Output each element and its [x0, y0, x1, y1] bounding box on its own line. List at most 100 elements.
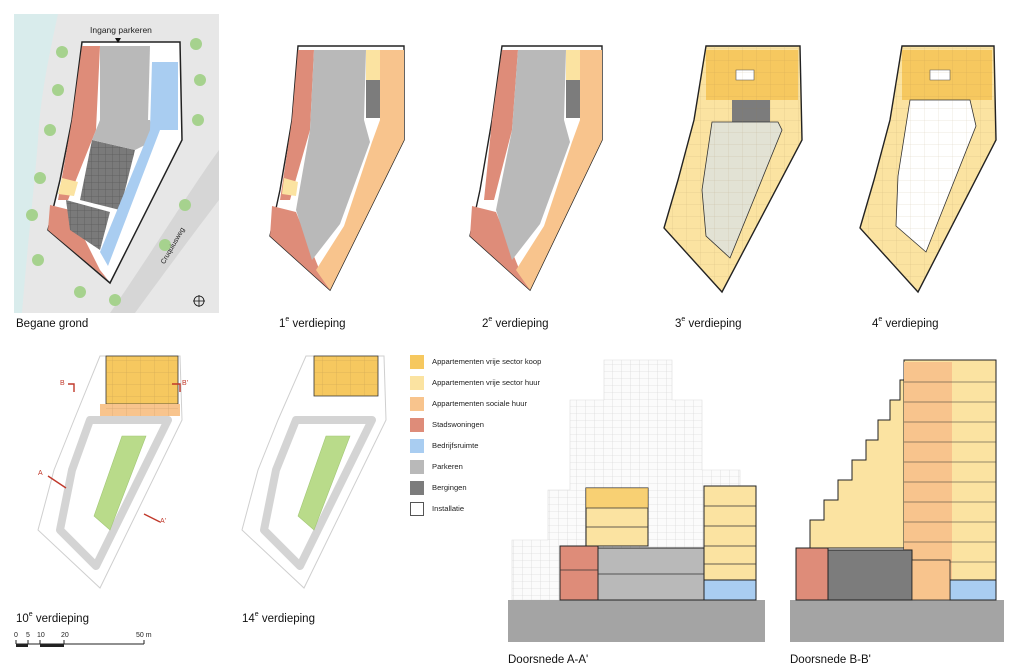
legend-swatch — [410, 418, 424, 432]
section-mark-b2-label: B' — [182, 380, 189, 387]
section-mark-a-label: A — [38, 470, 43, 477]
entrance-arrow-icon — [115, 38, 121, 43]
tower-rooms — [314, 356, 378, 396]
parking-ramp — [92, 120, 155, 150]
label-verdieping-1: 1e verdieping — [279, 316, 346, 330]
legend-swatch — [410, 376, 424, 390]
koop-block-left-top — [586, 488, 648, 508]
section-mark-a — [47, 475, 161, 523]
parking-entrance-zone — [100, 46, 150, 120]
label-begane-grond: Begane grond — [16, 318, 89, 330]
tower-base — [911, 559, 951, 601]
legend-label: Bergingen — [432, 483, 467, 492]
scale-bar — [15, 640, 145, 647]
section-mark-a2-label: A' — [160, 518, 167, 525]
label-verdieping-14: 14e verdieping — [242, 611, 315, 625]
legend-item: Stadswoningen — [410, 418, 610, 432]
water-body — [14, 14, 58, 313]
stadswoningen-zone — [484, 50, 518, 200]
label-verdieping-4: 4e verdieping — [872, 316, 939, 330]
bedrijfsruimte-block — [949, 579, 997, 601]
stadswoningen-block — [559, 545, 599, 601]
label-doorsnede-bb: Doorsnede B-B' — [790, 654, 871, 666]
legend-label: Installatie — [432, 504, 465, 513]
terraced-huur-block — [809, 379, 905, 549]
legend-item: Parkeren — [410, 460, 610, 474]
street-cruquiusweg — [110, 150, 219, 313]
legend-swatch — [410, 502, 424, 516]
bergingen-zone — [566, 80, 580, 118]
vrije-huur-zone — [366, 50, 380, 80]
room-grid — [860, 46, 996, 292]
vrije-huur-zone — [566, 50, 580, 80]
tower-floor-lines — [904, 381, 996, 563]
bergingen-grid-south — [66, 200, 110, 250]
tower-rooms — [106, 356, 178, 416]
legend-label: Bedrijfsruimte — [432, 441, 479, 450]
scale-tick-5: 5 — [26, 632, 30, 639]
ground-slab — [508, 600, 765, 642]
stadswoningen-zone-south — [270, 206, 330, 290]
plan-verdieping-10 — [37, 355, 183, 589]
bedrijfsruimte-block — [703, 579, 757, 601]
section-a-a — [508, 359, 765, 642]
green-roof — [297, 435, 351, 531]
label-verdieping-3: 3e verdieping — [675, 316, 742, 330]
parking-zone — [496, 50, 570, 260]
ground-slab — [790, 600, 1004, 642]
inner-ring-ghost — [56, 416, 172, 570]
room-grid — [664, 46, 802, 292]
stadswoningen-block — [795, 547, 829, 601]
plan-verdieping-2 — [469, 45, 603, 292]
bergingen-zone — [366, 80, 380, 118]
label-verdieping-10: 10e verdieping — [16, 611, 89, 625]
legend-label: Appartementen vrije sector huur — [432, 378, 541, 387]
inner-ring-ghost — [260, 416, 376, 570]
floor-lines — [560, 505, 756, 575]
legend-label: Parkeren — [432, 462, 463, 471]
legend-item: Bergingen — [410, 481, 610, 495]
plan-verdieping-3 — [663, 45, 803, 294]
installatie-zone — [58, 178, 78, 196]
legend-label: Stadswoningen — [432, 420, 484, 429]
sociale-huur-core — [904, 362, 952, 580]
section-mark-b-label: B — [60, 380, 65, 387]
section-mark-b — [68, 383, 181, 392]
stadswoningen-zone-south — [470, 206, 530, 290]
bergingen-block — [827, 549, 913, 601]
bergingen-grid — [80, 140, 135, 210]
parking-zone — [296, 50, 370, 260]
legend-swatch — [410, 481, 424, 495]
sociale-huur-zone — [316, 50, 404, 290]
plan-begane-grond — [14, 14, 219, 313]
legend-swatch — [410, 355, 424, 369]
scale-tick-10: 10 — [37, 632, 45, 639]
sociale-huur-zone — [516, 50, 602, 290]
label-ingang-parkeren: Ingang parkeren — [90, 25, 152, 35]
tower-block-right — [703, 485, 757, 581]
legend-item: Appartementen vrije sector koop — [410, 355, 610, 369]
green-roof — [93, 435, 147, 531]
trees — [26, 38, 206, 306]
legend-swatch — [410, 439, 424, 453]
section-b-b — [790, 359, 1004, 642]
north-arrow-icon — [193, 295, 205, 307]
legend-label: Appartementen sociale huur — [432, 399, 527, 408]
stadswoningen-zone-south — [48, 205, 108, 280]
scale-tick-50: 50 m — [136, 632, 152, 639]
stadswoningen-zone — [58, 46, 100, 200]
scale-tick-0: 0 — [14, 632, 18, 639]
legend-item: Appartementen sociale huur — [410, 397, 610, 411]
legend-item: Installatie — [410, 502, 610, 516]
legend-item: Appartementen vrije sector huur — [410, 376, 610, 390]
legend-item: Bedrijfsruimte — [410, 439, 610, 453]
legend-swatch — [410, 460, 424, 474]
legend-label: Appartementen vrije sector koop — [432, 357, 542, 366]
plan-verdieping-1 — [269, 45, 405, 292]
installatie-zone — [282, 178, 298, 196]
scale-tick-20: 20 — [61, 632, 69, 639]
legend-swatch — [410, 397, 424, 411]
stadswoningen-zone — [280, 50, 314, 200]
plan-verdieping-14 — [241, 355, 387, 589]
